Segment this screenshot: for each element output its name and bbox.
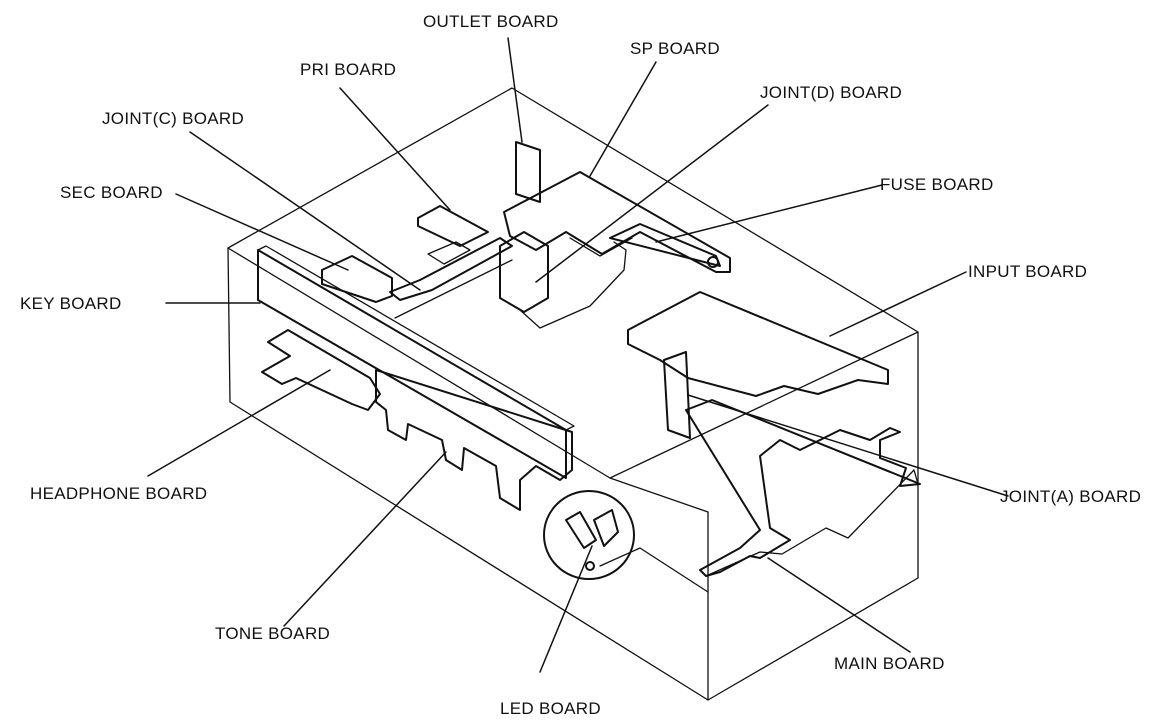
leader-joint-a bbox=[687, 394, 1009, 497]
leader-joint-d bbox=[535, 104, 769, 283]
label-led-board: LED BOARD bbox=[500, 699, 601, 718]
chassis-outline bbox=[227, 87, 919, 701]
label-key-board: KEY BOARD bbox=[20, 294, 122, 313]
label-headphone-board: HEADPHONE BOARD bbox=[30, 484, 207, 503]
joint-a-board-shape bbox=[663, 351, 691, 439]
sec-board-shape bbox=[321, 255, 393, 303]
label-input-board: INPUT BOARD bbox=[968, 262, 1087, 281]
label-sp-board: SP BOARD bbox=[630, 39, 720, 58]
label-sec-board: SEC BOARD bbox=[60, 183, 163, 202]
leader-input bbox=[829, 271, 967, 337]
leader-lines bbox=[147, 37, 1009, 673]
label-pri-board: PRI BOARD bbox=[300, 60, 396, 79]
leader-fuse bbox=[655, 184, 883, 243]
main-board-shape bbox=[685, 399, 921, 577]
leader-joint-c bbox=[189, 131, 421, 291]
joint-c-board-shape bbox=[389, 237, 513, 301]
outlet-board-shape bbox=[515, 141, 541, 203]
label-joint-c-board: JOINT(C) BOARD bbox=[102, 109, 244, 128]
label-joint-a-board: JOINT(A) BOARD bbox=[1000, 487, 1141, 506]
key-board-shape bbox=[257, 245, 575, 479]
leader-pri bbox=[339, 87, 451, 211]
leader-headphone bbox=[147, 369, 331, 477]
fuse-board-shape bbox=[609, 223, 721, 267]
label-tone-board: TONE BOARD bbox=[215, 624, 330, 643]
led-board-shape bbox=[543, 490, 709, 593]
joint-d-board-shape bbox=[499, 231, 549, 313]
leader-led bbox=[539, 545, 593, 673]
label-fuse-board: FUSE BOARD bbox=[880, 175, 994, 194]
leader-sec bbox=[175, 193, 349, 271]
leader-tone bbox=[283, 451, 447, 627]
tone-board-shape bbox=[375, 369, 573, 511]
sp-board-shape bbox=[503, 171, 731, 273]
leader-outlet bbox=[507, 37, 523, 143]
pri-board-shape bbox=[417, 205, 489, 247]
headphone-board-shape bbox=[261, 329, 381, 411]
label-main-board: MAIN BOARD bbox=[834, 654, 945, 673]
leader-sp bbox=[589, 61, 657, 177]
label-outlet-board: OUTLET BOARD bbox=[423, 12, 559, 31]
input-board-shape bbox=[627, 291, 889, 397]
label-joint-d-board: JOINT(D) BOARD bbox=[760, 83, 902, 102]
leader-main bbox=[767, 557, 911, 653]
